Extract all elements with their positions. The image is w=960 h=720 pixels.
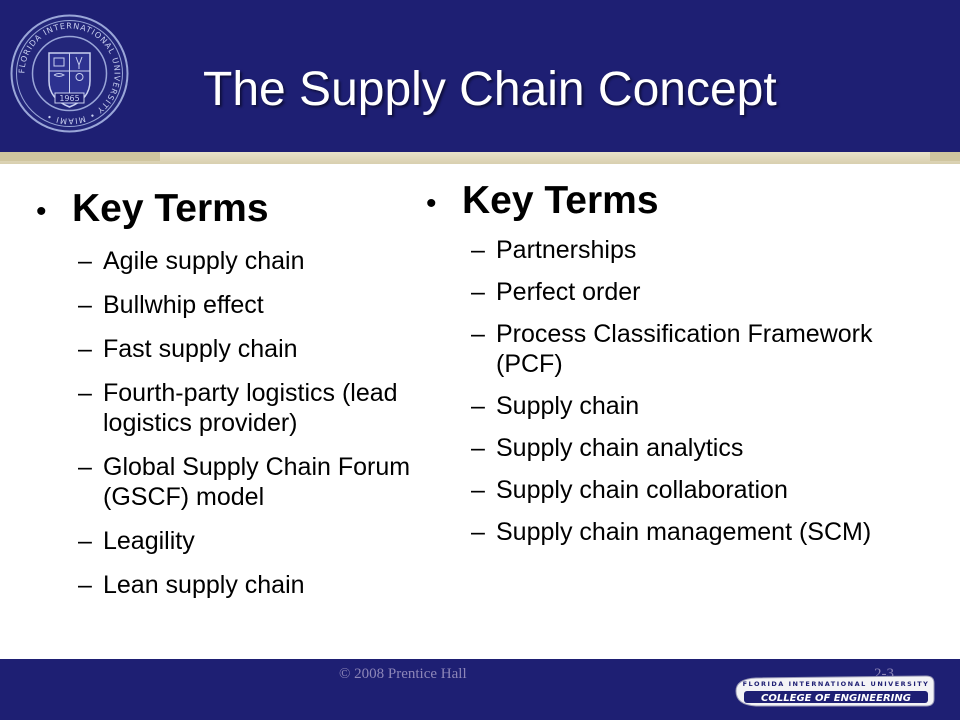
list-item-text: Process Classification Framework (PCF) (496, 320, 873, 378)
list-item-text: Lean supply chain (103, 571, 305, 599)
dash-icon: – (78, 291, 92, 319)
list-item: –Supply chain collaboration (471, 475, 926, 505)
list-item-text: Supply chain (496, 392, 640, 420)
left-heading: • Key Terms (36, 186, 456, 235)
list-item: –Agile supply chain (78, 246, 456, 276)
list-item-text: Bullwhip effect (103, 291, 264, 319)
header-bar: FLORIDA INTERNATIONAL UNIVERSITY • MIAMI… (0, 0, 960, 152)
stripe-accent-left (0, 152, 160, 161)
dash-icon: – (78, 379, 92, 407)
logo-main-text: COLLEGE OF ENGINEERING (761, 693, 911, 704)
slide-title: The Supply Chain Concept (203, 63, 777, 116)
logo-top-text: FLORIDA INTERNATIONAL UNIVERSITY (743, 680, 930, 688)
list-item: –Leagility (78, 526, 456, 556)
college-of-engineering-logo-icon: FLORIDA INTERNATIONAL UNIVERSITY COLLEGE… (735, 675, 935, 707)
list-item: –Fourth-party logistics (lead logistics … (78, 378, 456, 438)
dash-icon: – (471, 278, 485, 306)
dash-icon: – (78, 571, 92, 599)
list-item-text: Supply chain collaboration (496, 476, 788, 504)
list-item-text: Agile supply chain (103, 247, 305, 275)
list-item-text: Leagility (103, 527, 195, 555)
left-column: • Key Terms –Agile supply chain –Bullwhi… (36, 186, 456, 614)
dash-icon: – (471, 434, 485, 462)
list-item: –Bullwhip effect (78, 290, 456, 320)
list-item: –Global Supply Chain Forum (GSCF) model (78, 452, 456, 512)
dash-icon: – (471, 392, 485, 420)
header-divider-stripe (0, 152, 960, 164)
list-item: –Supply chain (471, 391, 926, 421)
dash-icon: – (471, 320, 485, 348)
right-heading-text: Key Terms (462, 179, 659, 222)
list-item-text: Supply chain analytics (496, 434, 744, 462)
list-item: –Process Classification Framework (PCF) (471, 319, 926, 379)
dash-icon: – (78, 453, 92, 481)
bullet-icon: • (426, 187, 437, 220)
list-item-text: Partnerships (496, 236, 637, 264)
dash-icon: – (78, 527, 92, 555)
list-item-text: Supply chain management (SCM) (496, 518, 872, 546)
dash-icon: – (78, 335, 92, 363)
list-item: –Partnerships (471, 235, 926, 265)
right-heading: • Key Terms (426, 178, 926, 227)
dash-icon: – (78, 247, 92, 275)
university-seal-icon: FLORIDA INTERNATIONAL UNIVERSITY • MIAMI… (10, 14, 129, 133)
bullet-icon: • (36, 195, 47, 228)
dash-icon: – (471, 236, 485, 264)
list-item: –Lean supply chain (78, 570, 456, 600)
list-item-text: Fast supply chain (103, 335, 298, 363)
stripe-accent-right (930, 152, 960, 161)
list-item: –Perfect order (471, 277, 926, 307)
right-column: • Key Terms –Partnerships –Perfect order… (426, 178, 926, 559)
left-term-list: –Agile supply chain –Bullwhip effect –Fa… (78, 246, 456, 600)
list-item: –Fast supply chain (78, 334, 456, 364)
list-item-text: Fourth-party logistics (lead logistics p… (103, 379, 398, 437)
seal-year: 1965 (59, 94, 79, 103)
list-item-text: Perfect order (496, 278, 641, 306)
dash-icon: – (471, 476, 485, 504)
list-item: –Supply chain management (SCM) (471, 517, 926, 547)
copyright-text: © 2008 Prentice Hall (339, 666, 467, 682)
list-item-text: Global Supply Chain Forum (GSCF) model (103, 453, 411, 511)
right-term-list: –Partnerships –Perfect order –Process Cl… (471, 235, 926, 547)
list-item: –Supply chain analytics (471, 433, 926, 463)
dash-icon: – (471, 518, 485, 546)
left-heading-text: Key Terms (72, 187, 269, 230)
